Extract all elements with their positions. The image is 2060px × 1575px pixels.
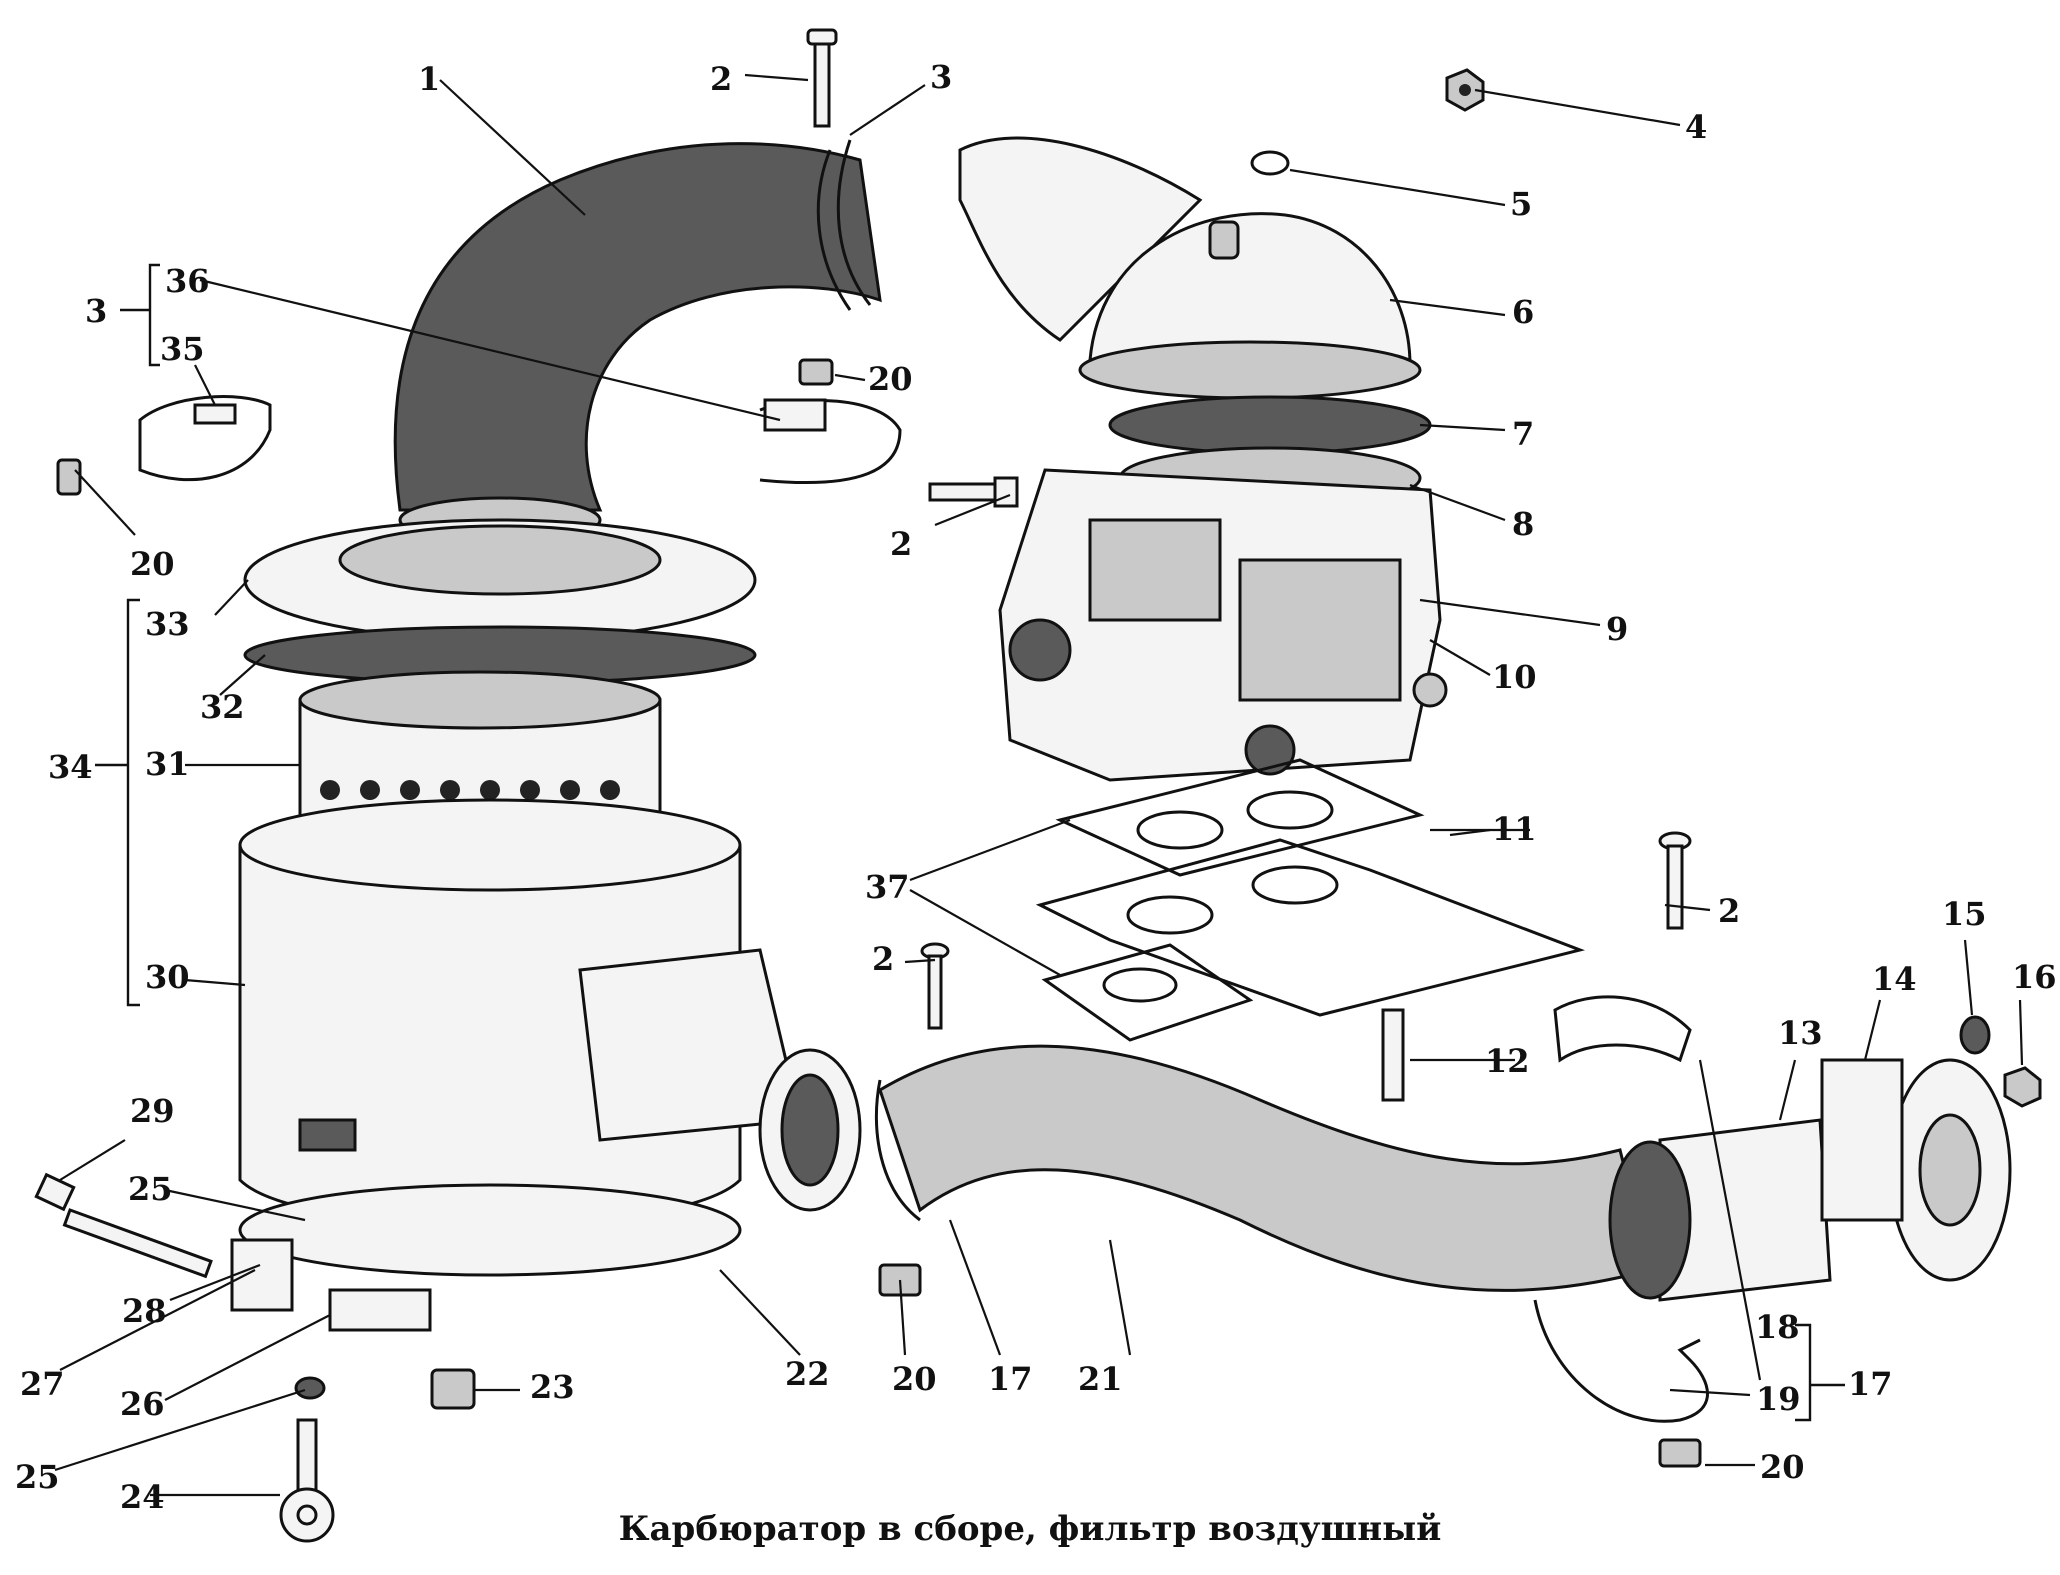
hose-clamp-17 xyxy=(874,1079,921,1222)
long-bolt xyxy=(34,1172,213,1279)
callout-26: 26 xyxy=(120,1385,165,1423)
intake-horn-and-cover xyxy=(958,136,1422,400)
callout-37: 37 xyxy=(865,868,910,906)
callout-16: 16 xyxy=(2012,958,2057,996)
callout-3-left: 3 xyxy=(85,292,107,330)
clip-nut-left xyxy=(56,458,82,496)
hose-clamp-top xyxy=(816,139,872,311)
screw-center xyxy=(920,942,950,1030)
latch xyxy=(328,1288,432,1332)
callout-2-top: 2 xyxy=(710,60,732,98)
hose-clamp-36 xyxy=(759,398,902,484)
callout-3-top: 3 xyxy=(930,58,952,96)
callout-31: 31 xyxy=(145,745,190,783)
cover-gasket xyxy=(1108,395,1432,455)
bolt-top xyxy=(806,28,838,128)
callout-29: 29 xyxy=(130,1092,175,1130)
callout-2-center: 2 xyxy=(872,940,894,978)
callout-30: 30 xyxy=(145,958,190,996)
leader-lines xyxy=(54,73,2024,1497)
callout-1: 1 xyxy=(418,60,440,98)
small-washer xyxy=(294,1376,326,1400)
callout-14: 14 xyxy=(1872,960,1917,998)
callout-24: 24 xyxy=(120,1478,165,1516)
callout-20-upper: 20 xyxy=(868,360,913,398)
callout-15: 15 xyxy=(1942,895,1987,933)
callout-21: 21 xyxy=(1078,1360,1123,1398)
callout-32: 32 xyxy=(200,688,245,726)
callout-23: 23 xyxy=(530,1368,575,1406)
carburetor-body xyxy=(998,468,1448,782)
callout-11: 11 xyxy=(1492,810,1537,848)
inlet-pipe xyxy=(1608,1058,2012,1302)
callout-2-right: 2 xyxy=(1718,892,1740,930)
bracket xyxy=(230,1238,294,1312)
callout-6: 6 xyxy=(1512,293,1534,331)
callout-2-middle: 2 xyxy=(890,525,912,563)
callout-20-left: 20 xyxy=(130,545,175,583)
callout-36: 36 xyxy=(165,262,210,300)
corrugated-hose xyxy=(758,1044,1652,1292)
square-nut xyxy=(430,1368,476,1410)
hose-clamp-35 xyxy=(138,395,272,482)
callout-20-bottom-center: 20 xyxy=(892,1360,937,1398)
callout-18: 18 xyxy=(1755,1308,1800,1346)
pipe-bracket xyxy=(1820,1058,1904,1222)
nut-16 xyxy=(2003,1066,2042,1108)
callout-28: 28 xyxy=(122,1292,167,1330)
group-braces xyxy=(95,263,1845,1422)
air-filter-assembly xyxy=(238,518,802,1277)
callout-8: 8 xyxy=(1512,505,1534,543)
callout-7: 7 xyxy=(1512,415,1534,453)
callout-13: 13 xyxy=(1778,1014,1823,1052)
callout-12: 12 xyxy=(1485,1042,1530,1080)
carb-gaskets-and-plate xyxy=(1035,758,1585,1042)
washer xyxy=(1250,150,1290,176)
callout-25-bottom: 25 xyxy=(15,1458,60,1496)
callout-35: 35 xyxy=(160,330,205,368)
eye-bolt xyxy=(279,1418,335,1543)
stud xyxy=(1381,1008,1405,1102)
screw-right xyxy=(1658,831,1692,930)
callout-33: 33 xyxy=(145,605,190,643)
clip-nut-bottom-right xyxy=(1658,1438,1702,1468)
callout-17-right: 17 xyxy=(1848,1365,1893,1403)
callout-10: 10 xyxy=(1492,658,1537,696)
callout-22: 22 xyxy=(785,1355,830,1393)
callout-19: 19 xyxy=(1756,1380,1801,1418)
clip-nut-upper xyxy=(798,358,834,386)
nut xyxy=(1445,68,1485,112)
callout-9: 9 xyxy=(1606,610,1628,648)
hose-clamp-19 xyxy=(1533,1299,1709,1423)
callout-4: 4 xyxy=(1685,108,1707,146)
bolt-middle xyxy=(928,476,1019,508)
callout-numbers: 1 2 3 4 5 6 7 8 9 10 11 12 13 14 15 16 1… xyxy=(15,58,2057,1516)
nut-15 xyxy=(1959,1015,1991,1055)
callout-20-bottom-right: 20 xyxy=(1760,1448,1805,1486)
callout-27: 27 xyxy=(20,1365,65,1403)
callout-17-center: 17 xyxy=(988,1360,1033,1398)
callout-5: 5 xyxy=(1510,185,1532,223)
diagram-caption: Карбюратор в сборе, фильтр воздушный xyxy=(619,1509,1442,1549)
callout-34: 34 xyxy=(48,748,93,786)
hose-clamp-18 xyxy=(1553,995,1692,1063)
callout-25-upper: 25 xyxy=(128,1170,173,1208)
